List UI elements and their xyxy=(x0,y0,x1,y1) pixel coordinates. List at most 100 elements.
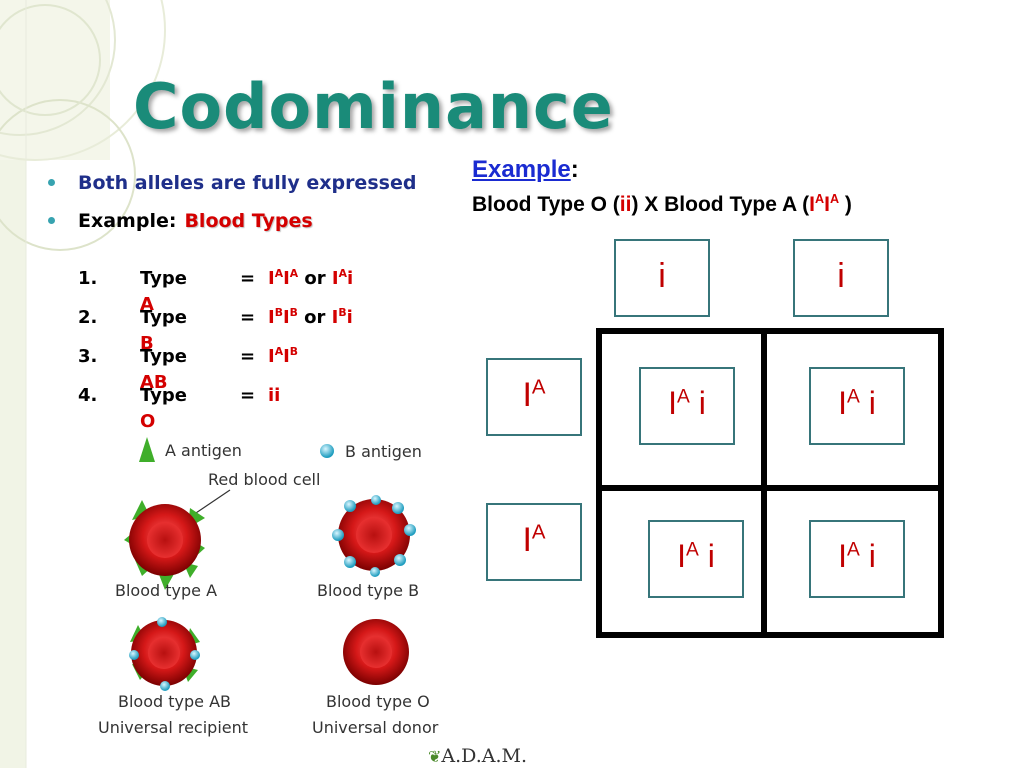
cross-text: ) xyxy=(839,193,852,216)
row-number: 3. xyxy=(78,346,98,367)
or-word: or xyxy=(297,307,332,328)
grid-line xyxy=(596,328,944,334)
cross-genotype: I xyxy=(824,193,830,216)
allele-sup: A xyxy=(847,539,860,561)
offspring-cell: IA i xyxy=(639,367,735,445)
row-number: 2. xyxy=(78,307,98,328)
example-colon: : xyxy=(570,156,579,183)
cross-description: Blood Type O (ii) X Blood Type A (IAIA ) xyxy=(472,193,852,217)
allele-sup: B xyxy=(338,306,347,319)
grid-line xyxy=(596,328,602,638)
row-label: Type A xyxy=(140,266,187,318)
type-word: Type xyxy=(140,268,187,289)
row-label: Type AB xyxy=(140,344,187,396)
parent-allele-top: i xyxy=(614,239,710,317)
example-heading: Example: xyxy=(472,156,579,184)
universal-recipient-label: Universal recipient xyxy=(98,718,248,737)
leaf-icon: ❦ xyxy=(428,747,442,766)
b-antigen-label: B antigen xyxy=(345,442,422,461)
type-letter: B xyxy=(140,333,154,354)
parent-allele-top: i xyxy=(793,239,889,317)
type-ab-label: Blood type AB xyxy=(118,692,231,711)
cross-genotype: I xyxy=(809,193,816,216)
allele-sup: A xyxy=(289,267,299,280)
allele-sup: B xyxy=(289,306,298,319)
type-word: Type xyxy=(140,346,187,367)
allele-sup: A xyxy=(531,376,546,399)
bullet-prefix: Example: xyxy=(78,210,177,232)
type-letter: O xyxy=(140,411,156,432)
row-number: 1. xyxy=(78,268,98,289)
allele: I xyxy=(282,307,290,328)
bullet-text: Both alleles are fully expressed xyxy=(78,172,417,194)
allele-sup: A xyxy=(531,521,546,544)
allele-sup: B xyxy=(289,345,298,358)
type-letter: AB xyxy=(140,372,168,393)
blood-cell-illustration: A antigen B antigen Red blood cell Blood… xyxy=(98,437,439,737)
allele-sup: A xyxy=(274,345,284,358)
example-label: Example xyxy=(472,156,571,183)
a-antigen-icon xyxy=(139,437,155,462)
allele-sup: A xyxy=(686,539,699,561)
equals-sign: = xyxy=(240,307,256,328)
page-title: Codominance xyxy=(133,70,614,143)
bullet-list: Both alleles are fully expressed Example… xyxy=(48,170,416,246)
b-antigen-icon xyxy=(320,444,334,458)
allele: I xyxy=(331,307,339,328)
allele-sup: A xyxy=(677,386,690,408)
bullet-dot-icon xyxy=(48,217,55,224)
bullet-dot-icon xyxy=(48,179,55,186)
allele: I xyxy=(668,385,678,421)
or-word: or xyxy=(298,268,332,289)
grid-line xyxy=(938,328,944,638)
allele-sup: A xyxy=(274,267,284,280)
allele: I xyxy=(331,268,339,289)
type-a-label: Blood type A xyxy=(115,581,217,600)
offspring-cell: IA i xyxy=(809,520,905,598)
allele: i xyxy=(859,385,876,421)
red-blood-cell-label: Red blood cell xyxy=(208,470,320,489)
row-label: Type B xyxy=(140,305,187,357)
allele-sup: A xyxy=(847,386,860,408)
allele-sup: A xyxy=(338,267,347,280)
allele: I xyxy=(677,538,687,574)
offspring-cell: IA i xyxy=(809,367,905,445)
allele: I xyxy=(283,268,290,289)
allele: I xyxy=(268,268,275,289)
equals-sign: = xyxy=(240,268,256,289)
allele: I xyxy=(268,307,275,328)
allele: I xyxy=(283,346,290,367)
allele: I xyxy=(838,538,848,574)
allele: I xyxy=(522,376,532,414)
allele: i xyxy=(346,307,353,328)
bullet-item: Example: Blood Types xyxy=(48,208,416,246)
cross-text: Blood Type O ( xyxy=(472,193,620,216)
row-number: 4. xyxy=(78,385,98,406)
grid-line xyxy=(596,632,944,638)
a-antigen-label: A antigen xyxy=(165,441,242,460)
cross-genotype-sup: A xyxy=(815,192,825,206)
type-word: Type xyxy=(140,385,187,406)
equals-sign: = xyxy=(240,346,256,367)
parent-allele-left: IA xyxy=(486,503,582,581)
offspring-cell: IA i xyxy=(648,520,744,598)
type-letter: A xyxy=(140,294,154,315)
allele: i xyxy=(698,538,715,574)
genotype: ii xyxy=(268,383,280,409)
red-blood-cell-type-b xyxy=(332,495,416,577)
allele: i xyxy=(859,538,876,574)
allele: ii xyxy=(268,385,281,406)
universal-donor-label: Universal donor xyxy=(312,718,439,737)
grid-line xyxy=(761,328,767,638)
cross-genotype: ii xyxy=(619,193,632,216)
allele: i xyxy=(837,257,845,295)
allele-sup: B xyxy=(274,306,283,319)
bullet-highlight: Blood Types xyxy=(184,210,313,232)
parent-allele-left: IA xyxy=(486,358,582,436)
grid-line xyxy=(596,485,944,491)
type-b-label: Blood type B xyxy=(317,581,419,600)
allele: i xyxy=(658,257,666,295)
cross-text: ) X Blood Type A ( xyxy=(631,193,810,216)
red-blood-cell-type-a xyxy=(124,500,205,590)
